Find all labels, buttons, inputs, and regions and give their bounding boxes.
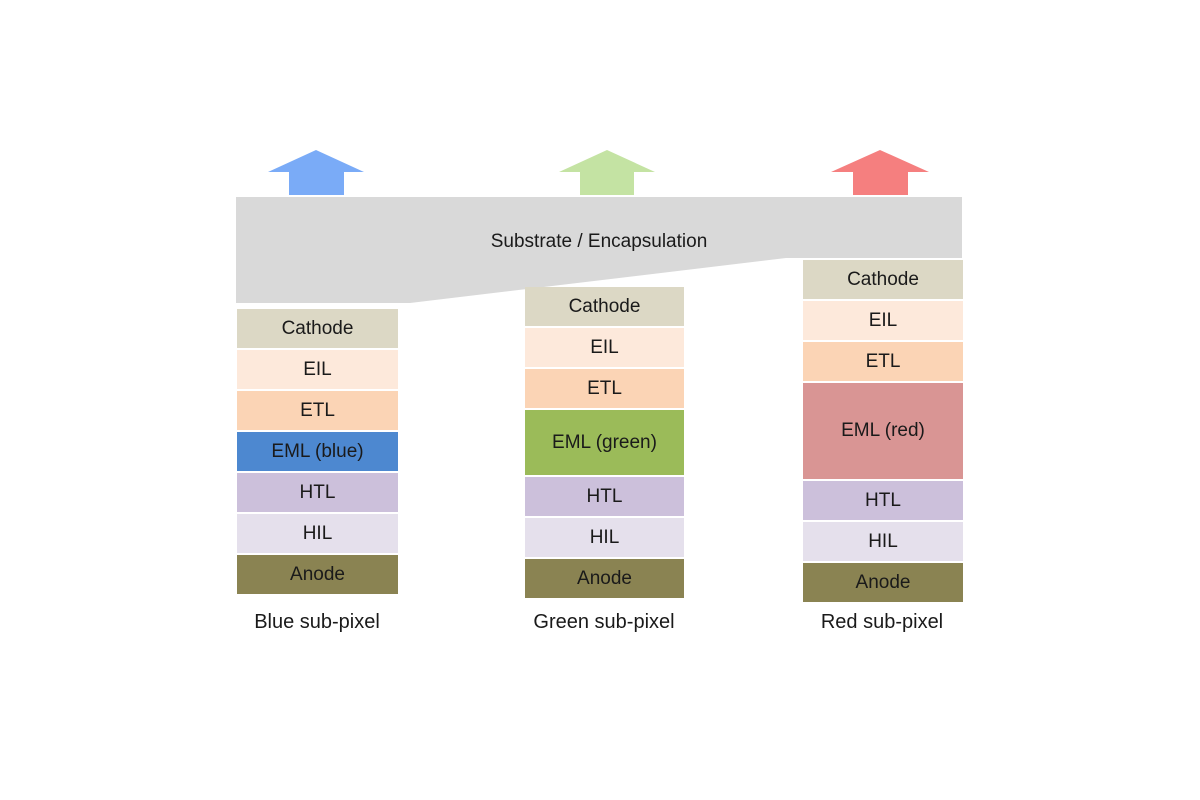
blue-stack-caption: Blue sub-pixel xyxy=(254,611,380,633)
green-layer-eil: EIL xyxy=(525,328,684,367)
red-layer-htl: HTL xyxy=(803,481,963,520)
red-stack-caption: Red sub-pixel xyxy=(820,611,944,633)
blue-layer-htl: HTL xyxy=(237,473,398,512)
green-layer-etl: ETL xyxy=(525,369,684,408)
green-layer-eml: EML (green) xyxy=(525,410,684,475)
green-layer-cathode: Cathode xyxy=(525,287,684,326)
blue-layer-hil: HIL xyxy=(237,514,398,553)
red-layer-eml: EML (red) xyxy=(803,383,963,479)
green-layer-anode: Anode xyxy=(525,559,684,598)
substrate-encapsulation-layer xyxy=(236,197,962,303)
blue-layer-eil: EIL xyxy=(237,350,398,389)
green-layer-htl: HTL xyxy=(525,477,684,516)
blue-layer-anode: Anode xyxy=(237,555,398,594)
red-layer-anode: Anode xyxy=(803,563,963,602)
blue-layer-eml: EML (blue) xyxy=(237,432,398,471)
red-layer-etl: ETL xyxy=(803,342,963,381)
green-emission-arrow-icon xyxy=(559,150,655,195)
green-layer-hil: HIL xyxy=(525,518,684,557)
blue-layer-etl: ETL xyxy=(237,391,398,430)
red-layer-eil: EIL xyxy=(803,301,963,340)
red-emission-arrow-icon xyxy=(831,150,929,195)
red-layer-hil: HIL xyxy=(803,522,963,561)
substrate-label: Substrate / Encapsulation xyxy=(490,231,708,252)
green-stack-caption: Green sub-pixel xyxy=(533,611,675,633)
blue-layer-cathode: Cathode xyxy=(237,309,398,348)
blue-emission-arrow-icon xyxy=(268,150,364,195)
red-layer-cathode: Cathode xyxy=(803,260,963,299)
